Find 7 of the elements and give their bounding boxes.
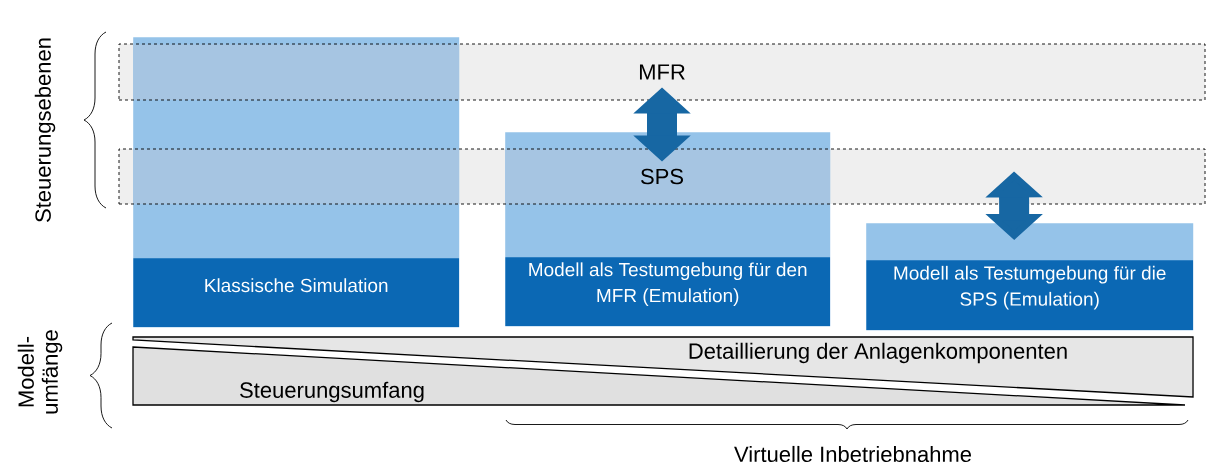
axis-label: Steuerungsebenen xyxy=(34,38,56,222)
range-label: Virtuelle Inbetriebnahme xyxy=(734,445,971,463)
simulation-column: Modell als Testumgebung für die SPS (Emulation) xyxy=(866,223,1194,331)
control-level-band: MFR xyxy=(118,43,1206,101)
control-level-band: SPS xyxy=(118,148,1206,205)
axis-label: Modell- umfänge xyxy=(17,330,63,414)
simulation-column: Klassische Simulation xyxy=(133,37,460,328)
